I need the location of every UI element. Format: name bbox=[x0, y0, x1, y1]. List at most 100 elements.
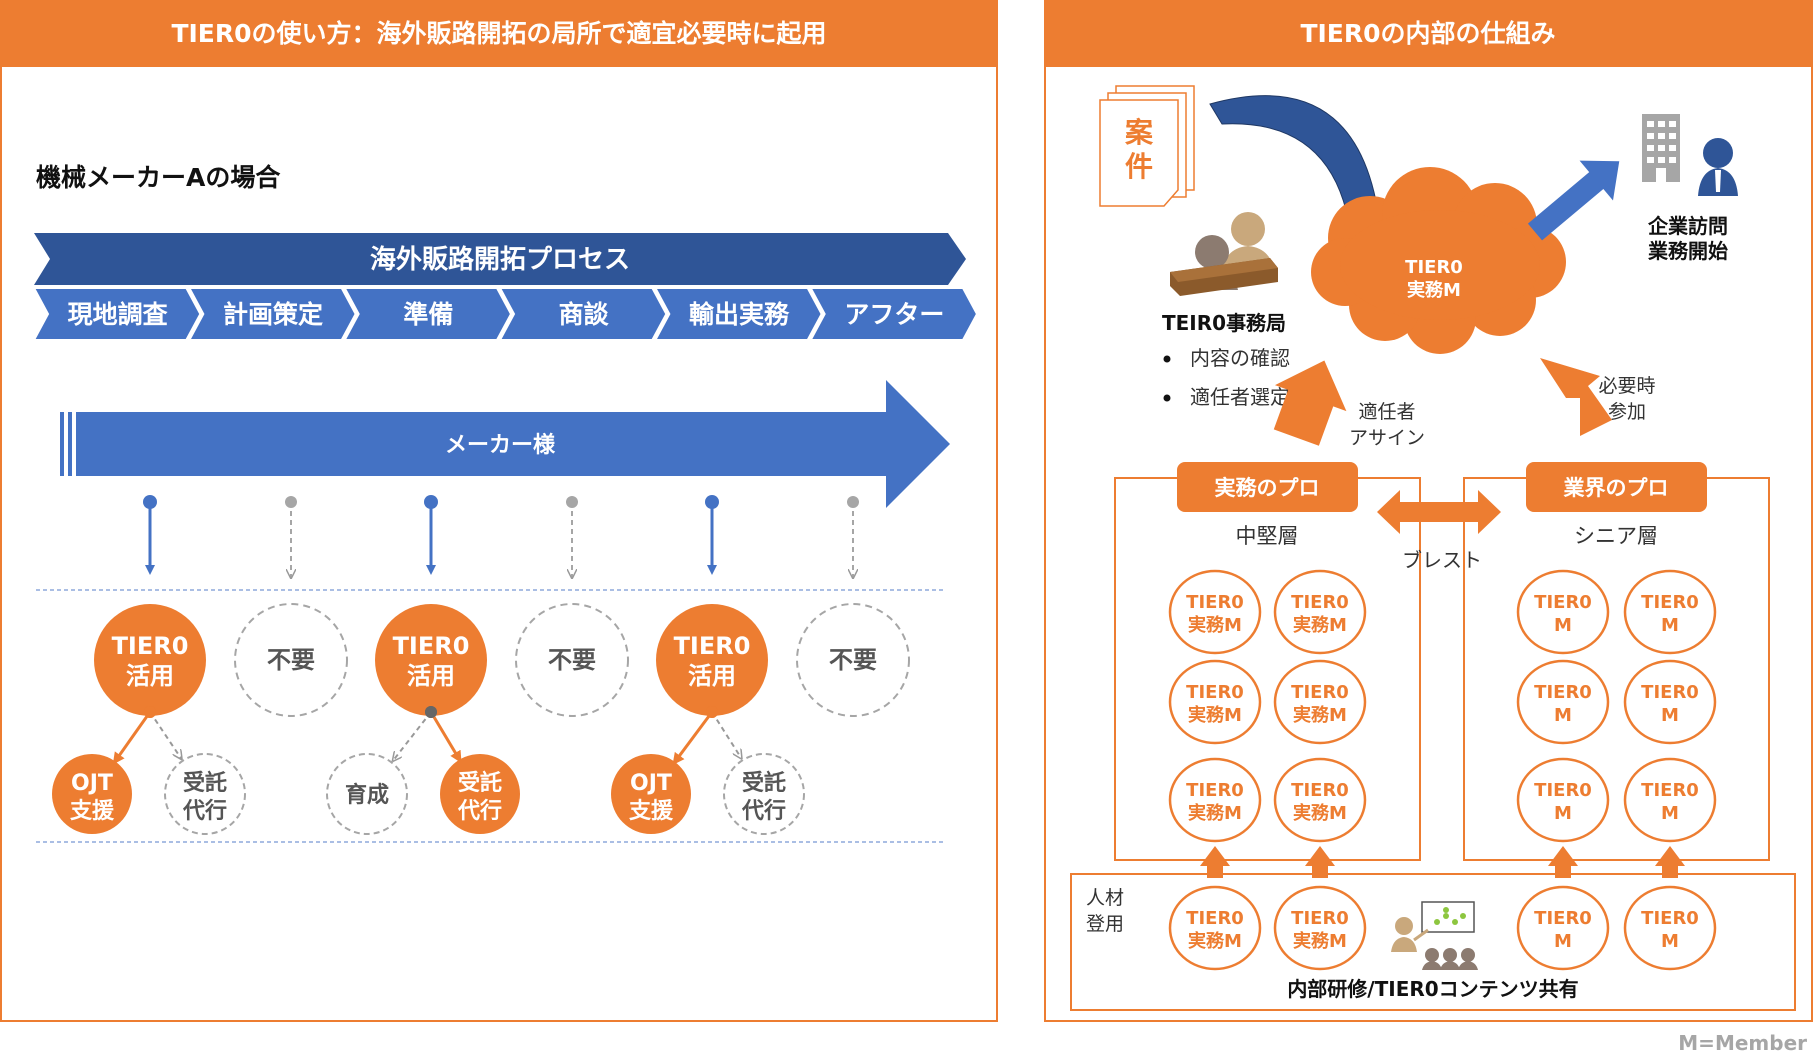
sub-circle-text: 支援 bbox=[629, 799, 674, 824]
member-circle bbox=[1168, 885, 1262, 971]
recruit-label: 人材 bbox=[1086, 887, 1124, 909]
office-label: TEIR0事務局 bbox=[1162, 311, 1286, 335]
member-circle bbox=[1623, 659, 1717, 745]
training-up-arrow bbox=[1548, 846, 1578, 878]
member-circle bbox=[1516, 569, 1610, 655]
member-circle bbox=[1623, 569, 1717, 655]
member-circle bbox=[1168, 569, 1262, 655]
sub-link bbox=[149, 711, 182, 759]
member-circle bbox=[1623, 885, 1717, 971]
member-circles: TIER0実務MTIER0実務MTIER0MTIER0MTIER0実務MTIER… bbox=[1168, 569, 1717, 971]
sub-circle-filled bbox=[52, 754, 132, 834]
process-step bbox=[187, 287, 357, 341]
sub-link-origin bbox=[425, 706, 437, 718]
member-text: TIER0 bbox=[1291, 780, 1349, 801]
member-text: M bbox=[1661, 931, 1679, 952]
member-text: TIER0 bbox=[1186, 592, 1244, 613]
member-text: TIER0 bbox=[1291, 682, 1349, 703]
process-step-label: アフター bbox=[844, 300, 944, 329]
member-circle bbox=[1623, 757, 1717, 843]
member-text: TIER0 bbox=[1534, 682, 1592, 703]
maker-arrow: メーカー様 bbox=[60, 380, 950, 508]
member-text: 実務M bbox=[1293, 802, 1347, 824]
case-doc-text: 件 bbox=[1125, 150, 1153, 183]
member-text: TIER0 bbox=[1534, 780, 1592, 801]
phase-circle-text: TIER0 bbox=[393, 632, 470, 660]
training-presenter-icon bbox=[1391, 901, 1478, 970]
sub-link bbox=[112, 711, 152, 765]
sub-link bbox=[672, 711, 714, 766]
maker-arrow-stripe bbox=[68, 412, 72, 476]
office-staff-icon bbox=[1170, 212, 1278, 296]
member-circle bbox=[1168, 757, 1262, 843]
sub-circle-dashed bbox=[164, 753, 246, 835]
join-label: 参加 bbox=[1608, 401, 1646, 423]
sub-circle-text: OJT bbox=[71, 771, 113, 796]
member-text: 実務M bbox=[1188, 614, 1242, 636]
phase-circle-text: 活用 bbox=[126, 662, 174, 690]
practical-pro-tag-text: 実務のプロ bbox=[1215, 476, 1320, 500]
sub-circle-text: 受託 bbox=[183, 770, 227, 796]
sub-circle-dashed bbox=[723, 753, 805, 835]
sub-circle-text: 受託 bbox=[458, 770, 502, 796]
recruit-label: 登用 bbox=[1086, 913, 1124, 935]
sub-circle-text: 代行 bbox=[741, 798, 786, 824]
cloud-text: 実務M bbox=[1407, 279, 1461, 301]
case-label: 機械メーカーAの場合 bbox=[36, 163, 281, 192]
assign-up-arrow bbox=[1273, 360, 1347, 446]
case-document-icon: 案 件 bbox=[1099, 85, 1195, 207]
member-circle bbox=[1516, 885, 1610, 971]
industry-pro-tag-text: 業界のプロ bbox=[1564, 476, 1669, 500]
member-text: M bbox=[1661, 615, 1679, 636]
phase-circle-inactive bbox=[796, 603, 910, 717]
member-text: TIER0 bbox=[1291, 908, 1349, 929]
member-text: TIER0 bbox=[1186, 780, 1244, 801]
sub-circle-text: 育成 bbox=[345, 782, 389, 808]
visit-arrow bbox=[1527, 160, 1620, 241]
member-text: 実務M bbox=[1293, 930, 1347, 952]
phase-arrows bbox=[143, 495, 859, 578]
member-text: TIER0 bbox=[1186, 908, 1244, 929]
sub-link-origin bbox=[144, 706, 156, 718]
left-panel-header bbox=[1, 1, 997, 67]
sub-circle-filled bbox=[440, 754, 520, 834]
training-up-arrow bbox=[1305, 846, 1335, 878]
member-circle bbox=[1273, 757, 1367, 843]
member-text: TIER0 bbox=[1641, 592, 1699, 613]
process-step-label: 輸出実務 bbox=[689, 300, 790, 329]
member-text: 実務M bbox=[1188, 704, 1242, 726]
training-up-arrow bbox=[1200, 846, 1230, 878]
process-step-label: 商談 bbox=[559, 300, 610, 329]
phase-circle-text: 不要 bbox=[829, 646, 877, 674]
process-step-label: 準備 bbox=[403, 300, 453, 329]
right-panel: TIER0の内部の仕組み 案 件 TIER0 bbox=[1044, 0, 1813, 1022]
bullet-dot bbox=[1163, 394, 1171, 402]
member-text: 実務M bbox=[1188, 802, 1242, 824]
process-steps: 現地調査計画策定準備商談輸出実務アフター bbox=[32, 287, 979, 341]
sub-circle-text: 代行 bbox=[457, 798, 502, 824]
member-text: TIER0 bbox=[1186, 682, 1244, 703]
member-text: M bbox=[1554, 705, 1572, 726]
training-label: 内部研修/TIER0コンテンツ共有 bbox=[1287, 977, 1578, 1001]
training-up-arrow bbox=[1655, 846, 1685, 878]
sub-circle-text: 代行 bbox=[182, 798, 227, 824]
member-text: TIER0 bbox=[1291, 592, 1349, 613]
member-text: 実務M bbox=[1188, 930, 1242, 952]
phase-circle-text: 不要 bbox=[267, 646, 315, 674]
cloud-shape: TIER0 実務M bbox=[1311, 167, 1566, 354]
left-panel-frame bbox=[0, 0, 998, 1022]
phase-circle-text: 不要 bbox=[548, 646, 596, 674]
right-panel-header bbox=[1045, 1, 1812, 67]
visit-label: 企業訪問 bbox=[1647, 214, 1728, 238]
process-chevron bbox=[34, 233, 966, 285]
bullet-dot bbox=[1163, 355, 1171, 363]
maker-arrow-stripe bbox=[60, 412, 64, 476]
sub-link bbox=[711, 711, 742, 759]
case-doc-text: 案 bbox=[1125, 116, 1154, 149]
training-box bbox=[1070, 873, 1796, 1011]
assign-label: 適任者 bbox=[1358, 401, 1415, 423]
process-title: 海外販路開拓プロセス bbox=[370, 244, 630, 275]
business-person-icon bbox=[1698, 138, 1738, 196]
member-circle bbox=[1516, 659, 1610, 745]
